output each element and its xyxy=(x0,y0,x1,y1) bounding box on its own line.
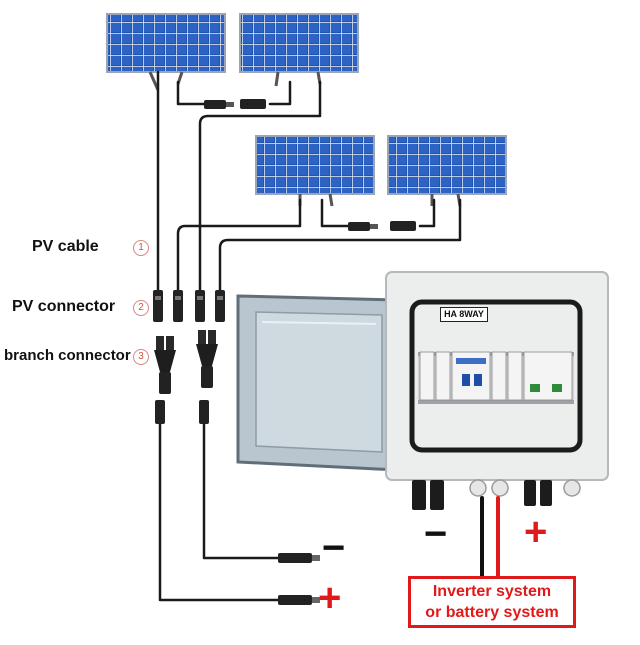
negative-sign-left: − xyxy=(322,526,346,570)
lead-connectors xyxy=(155,400,320,605)
combiner-box xyxy=(385,271,609,510)
branch-connector-right xyxy=(196,330,218,388)
output-wires xyxy=(480,496,500,580)
callout-number-2: 2 xyxy=(133,300,149,316)
positive-sign-right: + xyxy=(524,510,548,554)
pv-cable-label: PV cable xyxy=(32,238,99,255)
negative-sign-right: − xyxy=(424,512,448,556)
branch-connector-left xyxy=(154,336,176,394)
pv-connectors xyxy=(153,290,225,322)
solar-panel-mid-right xyxy=(387,135,507,207)
pv-connector-label: PV connector xyxy=(12,298,116,315)
inverter-system-box: Inverter system or battery system xyxy=(408,576,576,628)
solar-panel-top-right xyxy=(239,13,359,87)
solar-panel-top-left xyxy=(106,13,226,91)
system-box-line-1: Inverter system xyxy=(432,583,552,600)
inline-connector-middle xyxy=(348,221,416,231)
callout-number-3: 3 xyxy=(133,349,149,365)
pv-cables xyxy=(156,70,462,602)
enclosure-model-label: HA 8WAY xyxy=(440,307,488,322)
positive-sign-left: + xyxy=(318,576,342,620)
system-box-line-2: or battery system xyxy=(425,604,559,621)
transparent-cover xyxy=(236,294,410,472)
branch-connector-label: branch connector xyxy=(4,347,131,364)
solar-panel-mid-left xyxy=(255,135,375,207)
inline-connector-top xyxy=(204,99,266,109)
callout-number-1: 1 xyxy=(133,240,149,256)
